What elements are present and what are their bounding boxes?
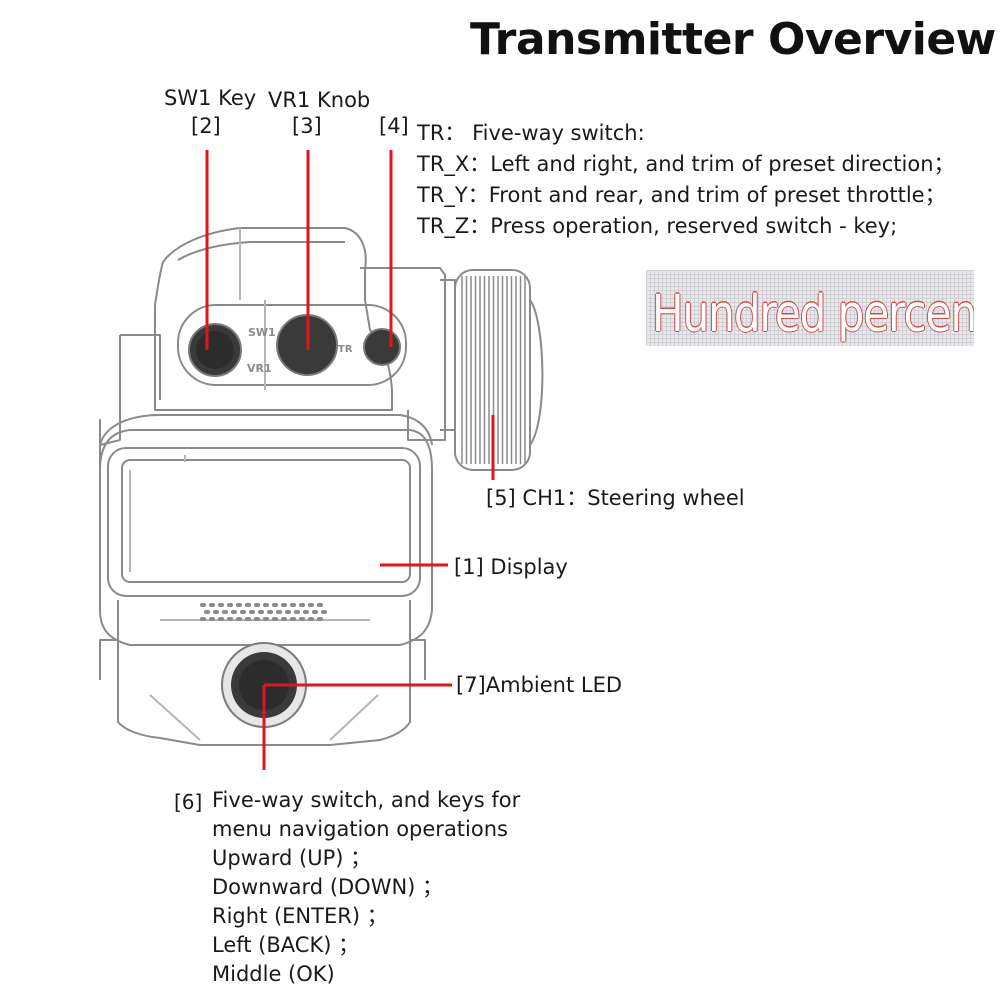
vr1-label: VR1 Knob — [268, 88, 371, 112]
sw1-mark: SW1 — [248, 326, 276, 339]
tr-line: TR_X：Left and right, and trim of preset … — [417, 152, 955, 176]
grille-hole — [227, 617, 233, 621]
grille-hole — [218, 617, 224, 621]
display-label: [1] Display — [454, 555, 568, 579]
grille-hole — [276, 610, 282, 614]
grille-hole — [218, 603, 224, 607]
vr1-mark: VR1 — [247, 362, 272, 375]
grille-hole — [258, 610, 264, 614]
wheel-ribs — [461, 276, 526, 464]
grille-hole — [299, 617, 305, 621]
grille-hole — [317, 617, 323, 621]
nav-line: Right (ENTER) ； — [212, 904, 388, 928]
grille-hole — [209, 603, 215, 607]
grille-hole — [281, 617, 287, 621]
grille-hole — [263, 617, 269, 621]
ambient-led-label: [7]Ambient LED — [456, 673, 623, 697]
grip-outline — [154, 227, 393, 411]
grille-hole — [290, 617, 296, 621]
grille-hole — [317, 603, 323, 607]
grille-hole — [312, 610, 318, 614]
grille-hole — [254, 603, 260, 607]
tr-line: TR： Five-way switch: — [417, 121, 645, 145]
grille-hole — [227, 603, 233, 607]
nav-line: Left (BACK) ； — [212, 933, 360, 957]
nav-line: Upward (UP) ； — [212, 846, 372, 870]
stamp-text: Hundred percent — [652, 284, 974, 343]
grille-hole — [236, 603, 242, 607]
grille-hole — [308, 617, 314, 621]
grille-hole — [204, 610, 210, 614]
grille-hole — [303, 610, 309, 614]
tr-number: [4] — [379, 114, 409, 138]
grille-hole — [236, 617, 242, 621]
grille-hole — [272, 603, 278, 607]
grille-hole — [209, 617, 215, 621]
tr-line: TR_Z：Press operation, reserved switch - … — [417, 214, 898, 238]
nav-line: Middle (OK) — [212, 962, 335, 986]
grille-hole — [290, 603, 296, 607]
page-title: Transmitter Overview — [470, 14, 996, 65]
grille-hole — [281, 603, 287, 607]
grille-hole — [231, 610, 237, 614]
grille-hole — [200, 617, 206, 621]
watermark-stamp: Hundred percent — [646, 270, 974, 346]
sw1-label: SW1 Key — [164, 86, 257, 110]
nav-number: [6] — [174, 790, 203, 814]
grille-hole — [321, 610, 327, 614]
grille-hole — [285, 610, 291, 614]
nav-line: Five-way switch, and keys for — [212, 788, 521, 812]
display-screen — [121, 459, 411, 583]
grille-hole — [267, 610, 273, 614]
knob-panel — [177, 304, 407, 386]
grille-hole — [308, 603, 314, 607]
main-body — [99, 419, 433, 646]
wheel-mount — [360, 267, 446, 441]
sw1-number: [2] — [191, 114, 221, 138]
tr-mark: TR — [338, 344, 353, 355]
grille-hole — [200, 603, 206, 607]
grille-hole — [245, 603, 251, 607]
grille-hole — [240, 610, 246, 614]
nav-line: Downward (DOWN) ； — [212, 875, 444, 899]
grille-hole — [299, 603, 305, 607]
grille-hole — [263, 603, 269, 607]
tr-description: TR： Five-way switch: TR_X：Left and right… — [417, 118, 955, 242]
display-bezel — [107, 447, 421, 597]
grille-hole — [272, 617, 278, 621]
ch1-label: [5] CH1：Steering wheel — [486, 486, 745, 510]
grille-hole — [294, 610, 300, 614]
callout-lines — [205, 150, 495, 770]
speaker-grille — [200, 603, 327, 621]
nav-line: menu navigation operations — [212, 817, 508, 841]
tr-line: TR_Y：Front and rear, and trim of preset … — [417, 183, 946, 207]
grille-hole — [222, 610, 228, 614]
grille-hole — [254, 617, 260, 621]
grille-hole — [245, 617, 251, 621]
nav-description: Five-way switch, and keys for menu navig… — [212, 786, 520, 989]
grille-hole — [213, 610, 219, 614]
grille-hole — [249, 610, 255, 614]
vr1-number: [3] — [292, 114, 322, 138]
tr-switch — [363, 328, 401, 366]
